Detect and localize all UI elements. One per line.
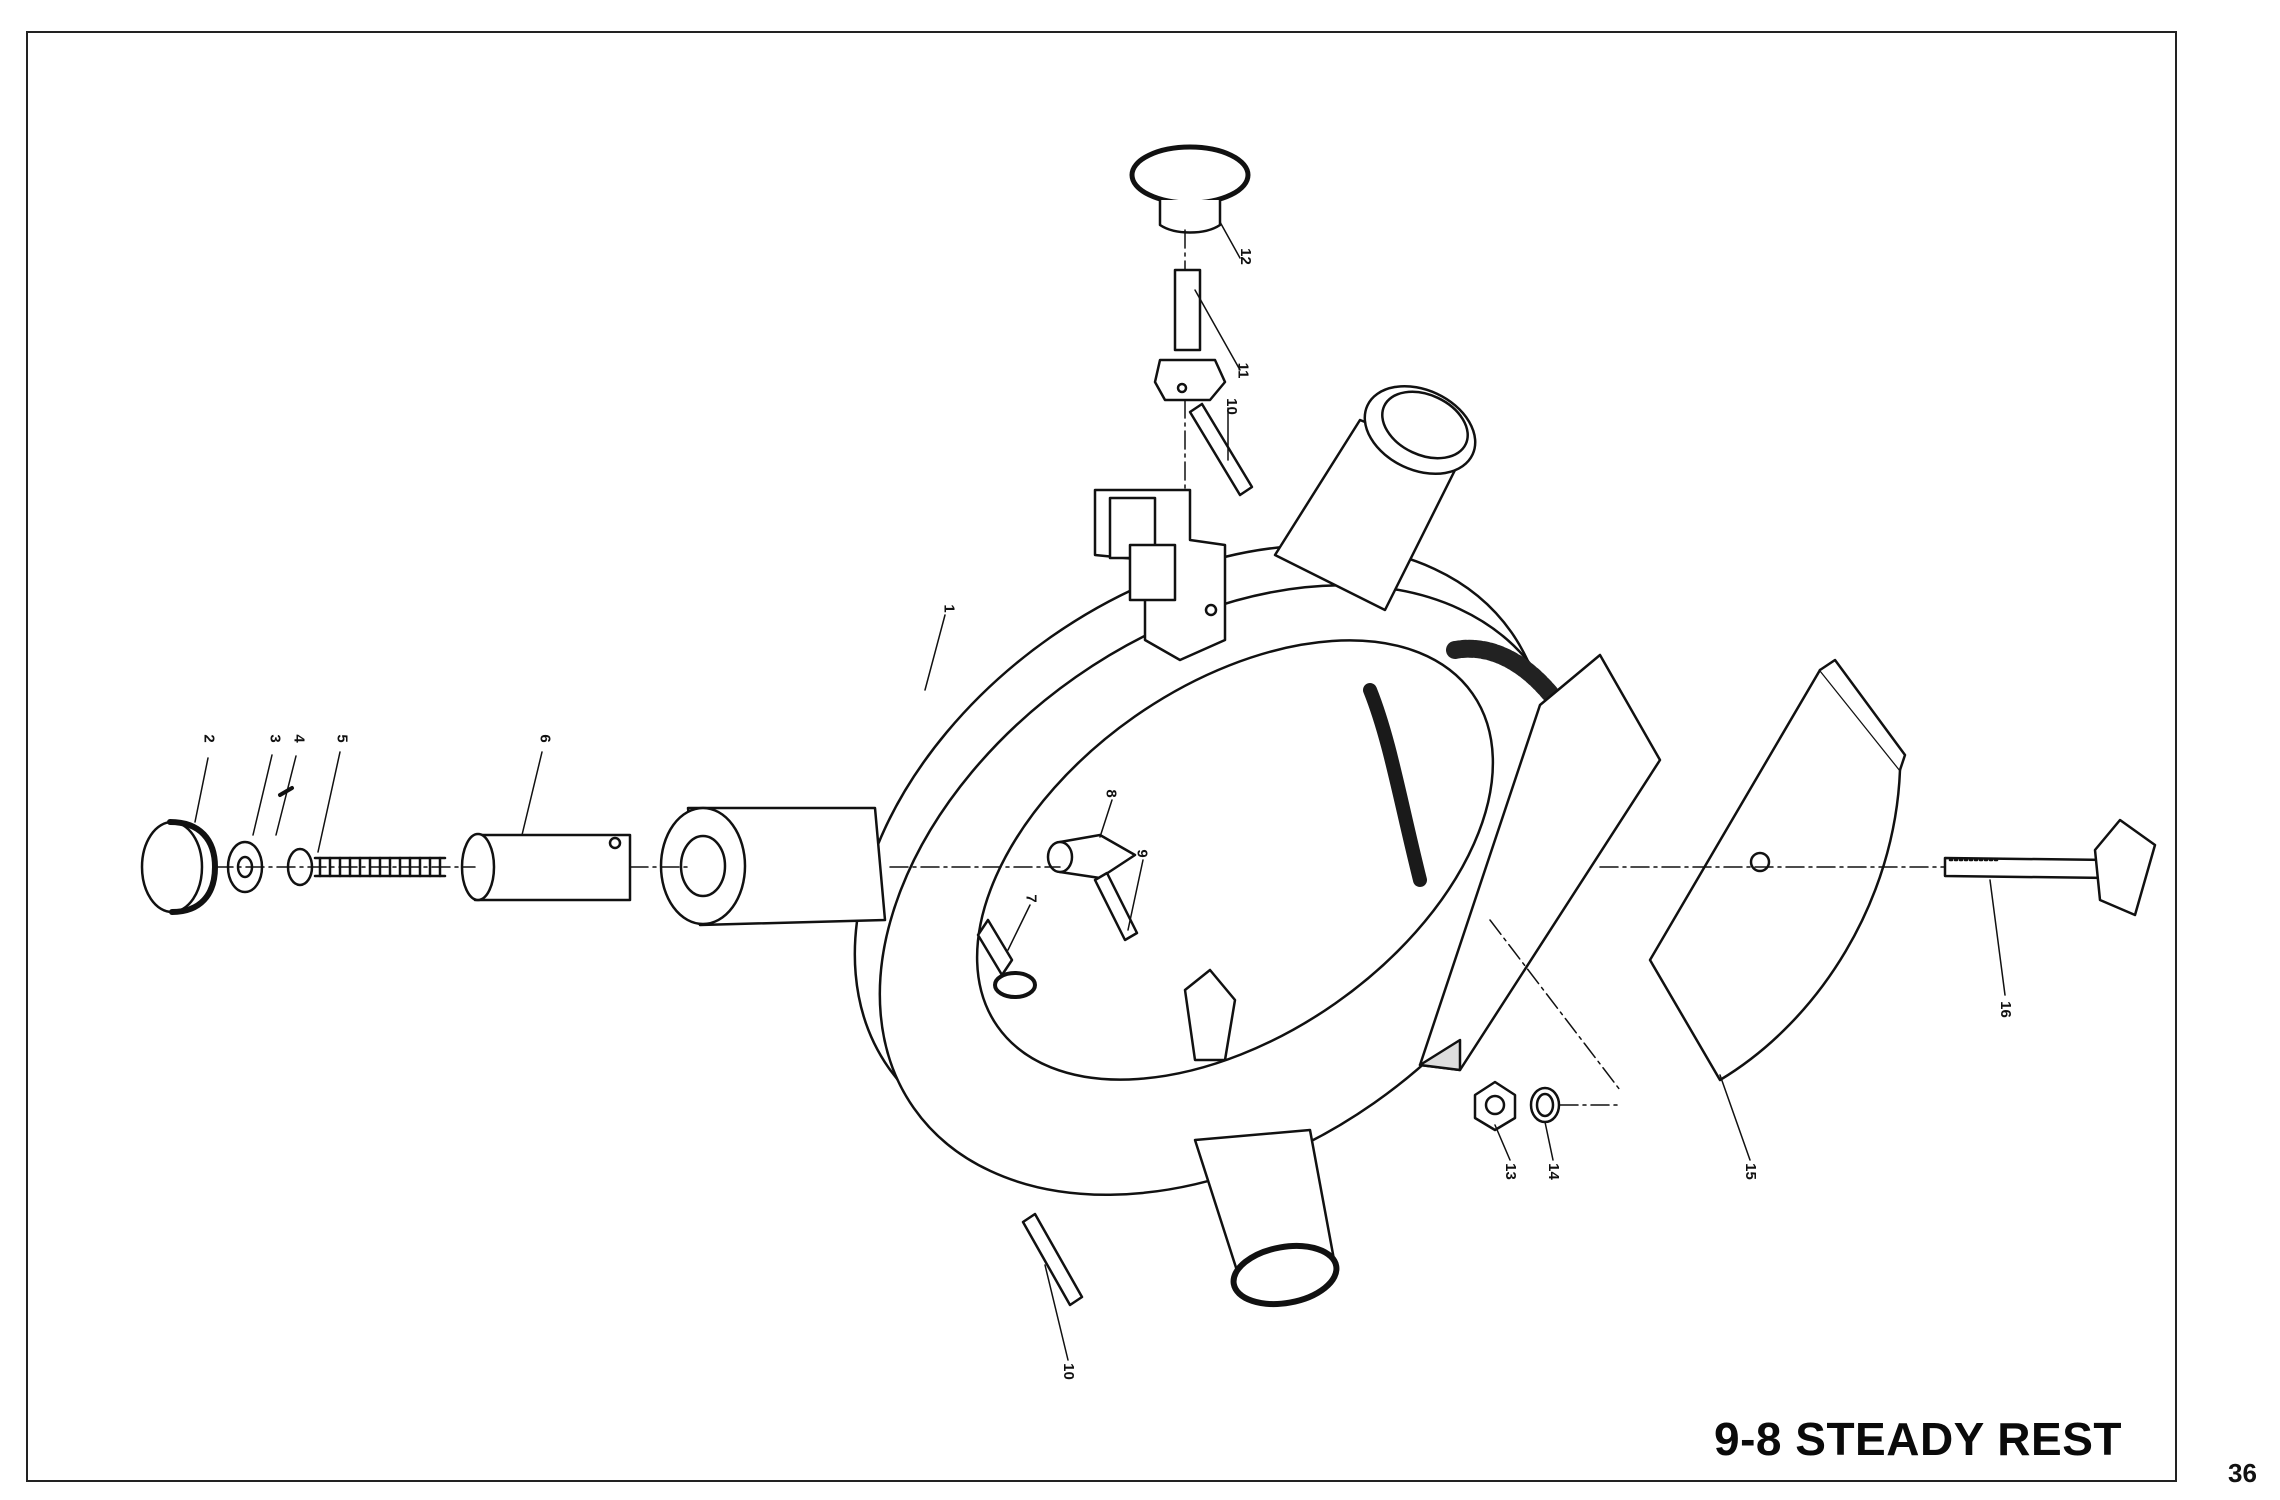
washer-part-14: [1529, 1086, 1561, 1124]
pin-part-10-top: [1188, 402, 1254, 497]
callout-part-5: 5: [333, 734, 351, 743]
callout-part-16: 16: [1996, 1001, 2014, 1018]
callout-part-13: 13: [1501, 1163, 1519, 1180]
top-clamp-block: [1093, 488, 1227, 662]
knob-part-2: [140, 819, 218, 915]
callout-part-8: 8: [1102, 789, 1120, 798]
adjusting-screw-part-11: [1153, 268, 1227, 402]
callout-part-12: 12: [1236, 248, 1254, 265]
callout-part-10-bottom: 10: [1059, 1363, 1077, 1380]
callout-part-3: 3: [266, 734, 284, 743]
knob-part-12: [1129, 144, 1251, 234]
diagram-title: 9-8 STEADY REST: [1714, 1413, 2122, 1465]
callout-part-7: 7: [1022, 894, 1040, 903]
left-sleeve-cylinder: [659, 806, 887, 927]
callout-part-11: 11: [1234, 362, 1252, 379]
callout-part-14: 14: [1544, 1163, 1562, 1180]
callout-part-15: 15: [1741, 1163, 1759, 1180]
ring-body-part-1: [853, 544, 1599, 1196]
callout-part-10-top: 10: [1222, 398, 1240, 415]
right-clamp-bar: [1418, 653, 1662, 1072]
leader-lines: [194, 221, 2006, 1361]
pin-part-4: [278, 786, 294, 797]
lower-jaw-tip: [1183, 968, 1237, 1062]
sleeve-part-6: [460, 832, 632, 902]
centerlines: [214, 229, 1946, 1106]
t-bolt-part-16: [1943, 818, 2157, 917]
spring-screw-part-5: [286, 847, 447, 887]
callout-part-6: 6: [536, 734, 554, 743]
screw-part-7: [976, 918, 1037, 999]
callout-part-4: 4: [290, 734, 308, 743]
upper-arm-cylinder: [1273, 384, 1477, 612]
pin-part-9: [1093, 871, 1139, 942]
page-number: 36: [2228, 1458, 2257, 1488]
callout-part-1: 1: [940, 604, 958, 613]
jaw-pad-part-15: [1648, 658, 1907, 1082]
nut-part-13: [1473, 1080, 1517, 1132]
callout-part-9: 9: [1133, 849, 1151, 858]
lower-arm-cylinder: [1193, 1128, 1340, 1308]
callout-part-2: 2: [200, 734, 218, 743]
page-border-frame: [26, 31, 2177, 1482]
pin-part-10-bottom: [1021, 1212, 1084, 1307]
